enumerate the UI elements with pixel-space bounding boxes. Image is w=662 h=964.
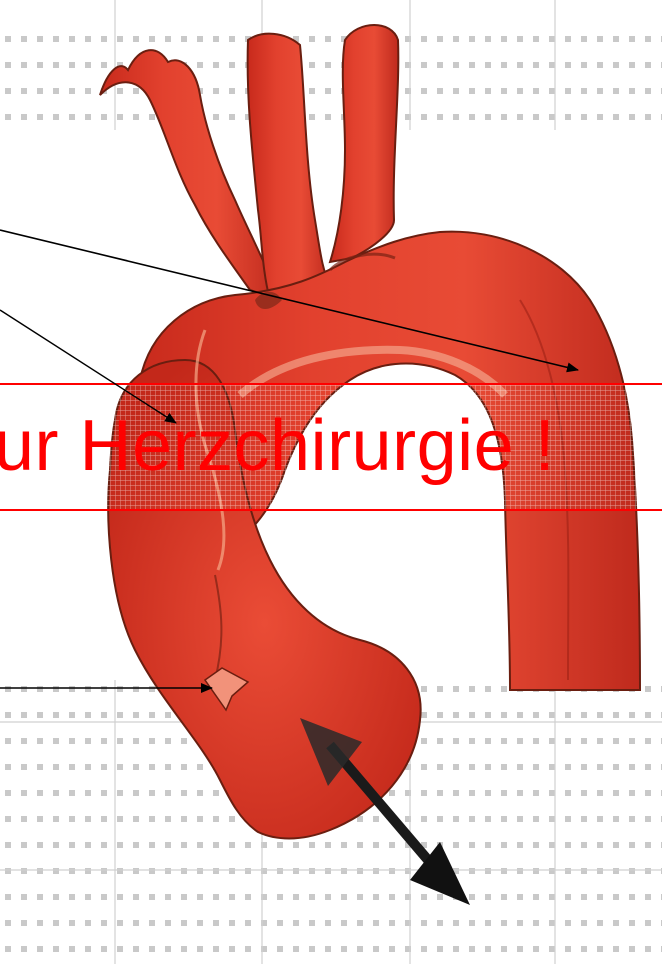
banner-band [0, 384, 662, 510]
